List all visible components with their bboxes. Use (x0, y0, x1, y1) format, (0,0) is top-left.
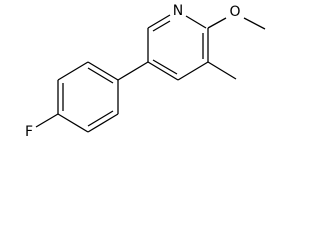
oxygen-atom-label: O (229, 4, 240, 20)
bond-p1-p2 (87, 61, 119, 81)
fluorophenyl-ring (57, 61, 119, 133)
fluorine-atom-label: F (25, 124, 33, 140)
methoxy-group (207, 17, 266, 30)
bond-c2-o (207, 17, 227, 29)
chemical-structure-diagram: N O F (25, 3, 266, 140)
bond-p4-p5 (57, 113, 89, 133)
bond-n1-c2 (185, 15, 207, 29)
fluorine-bond (35, 113, 59, 128)
biaryl-bond (117, 61, 149, 81)
nitrogen-atom-label: N (173, 3, 183, 19)
bond-c4-c5-inner (152, 59, 178, 75)
bond-c6-n1-inner (152, 20, 171, 32)
bond-o-ch3 (243, 17, 266, 30)
bond-c6-n1 (147, 14, 171, 29)
bond-p2-p3 (57, 61, 89, 81)
bond-c4-c5 (147, 61, 179, 81)
bond-p5-p6-inner (87, 110, 114, 127)
bond-p1-p2-inner (87, 67, 114, 84)
bond-p5-p6 (87, 113, 119, 133)
pyridine-ring (147, 14, 209, 81)
methyl-bond (207, 61, 237, 80)
bond-c3-c4 (177, 61, 209, 81)
